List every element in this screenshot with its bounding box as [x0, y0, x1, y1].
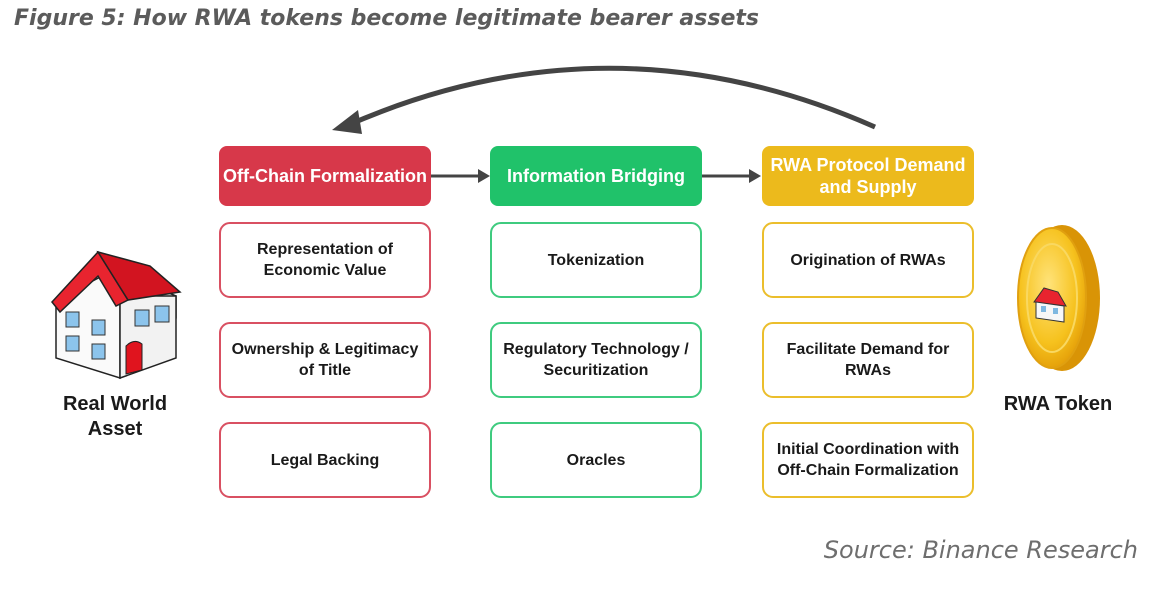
feedback-arrow [344, 65, 877, 130]
figure-title: Figure 5: How RWA tokens become legitima… [14, 6, 759, 31]
item-representation-of-economic-value: Representation of Economic Value [219, 222, 431, 298]
arrow-col2-to-col3-head [749, 169, 761, 183]
gold-coin-icon [1017, 225, 1100, 371]
real-world-asset-label: Real World Asset [62, 393, 168, 440]
item-ownership-legitimacy: Ownership & Legitimacy of Title [219, 322, 431, 398]
item-initial-coordination: Initial Coordination with Off-Chain Form… [762, 422, 974, 498]
rwa-token-label: RWA Token [1003, 393, 1113, 415]
house-icon [51, 250, 182, 380]
item-legal-backing: Legal Backing [219, 422, 431, 498]
item-oracles: Oracles [490, 422, 702, 498]
header-rwa-protocol-demand-supply: RWA Protocol Demand and Supply [762, 146, 974, 206]
feedback-arrowhead [332, 110, 362, 134]
header-information-bridging: Information Bridging [490, 146, 702, 206]
arrow-col1-to-col2-head [478, 169, 490, 183]
item-facilitate-demand: Facilitate Demand for RWAs [762, 322, 974, 398]
source-caption: Source: Binance Research [823, 536, 1138, 564]
item-regulatory-technology: Regulatory Technology / Securitization [490, 322, 702, 398]
item-origination-of-rwas: Origination of RWAs [762, 222, 974, 298]
header-off-chain-formalization: Off-Chain Formalization [219, 146, 431, 206]
item-tokenization: Tokenization [490, 222, 702, 298]
